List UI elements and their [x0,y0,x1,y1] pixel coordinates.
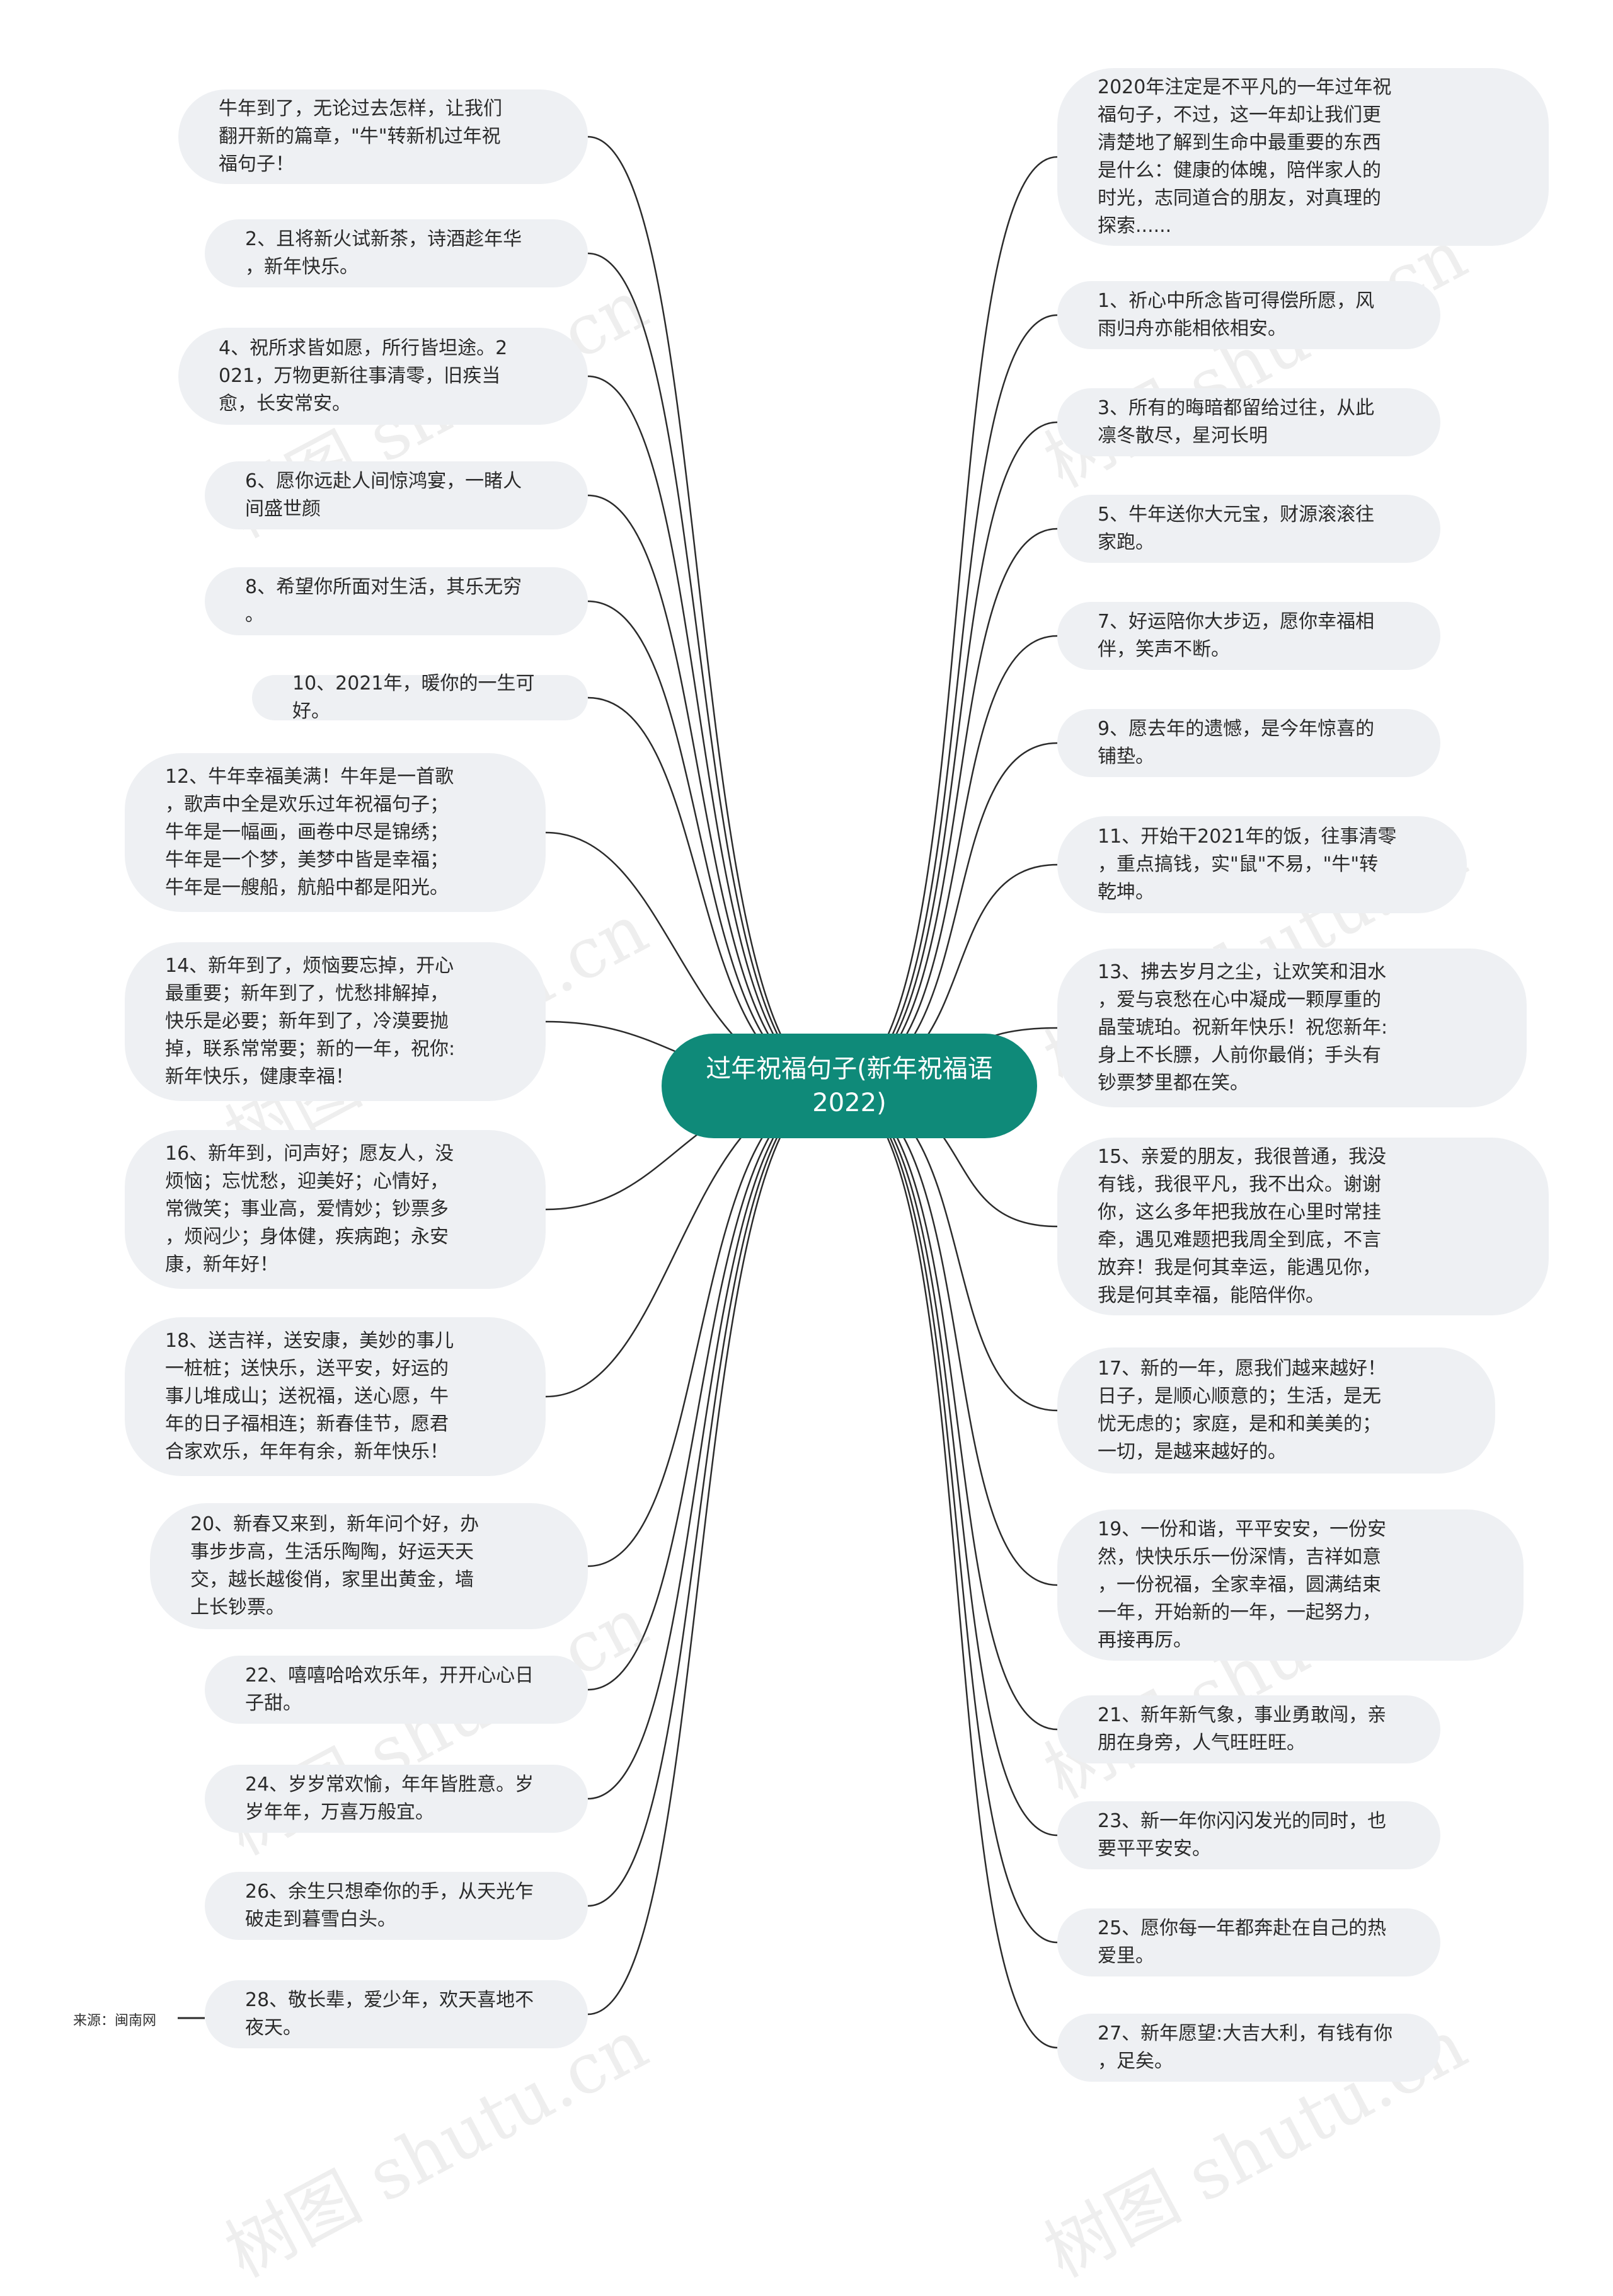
right-branch-node[interactable]: 2020年注定是不平凡的一年过年祝 福句子，不过，这一年却让我们更 清楚地了解到… [1057,68,1549,246]
left-branch-node[interactable]: 6、愿你远赴人间惊鸿宴，一睹人 间盛世颜 [205,461,588,529]
left-branch-node[interactable]: 18、送吉祥，送安康，美妙的事儿 一桩桩；送快乐，送平安，好运的 事儿堆成山；送… [125,1317,546,1476]
right-branch-node[interactable]: 9、愿去年的遗憾，是今年惊喜的 铺垫。 [1057,709,1440,777]
right-branch-text: 7、好运陪你大步迈，愿你幸福相 伴，笑声不断。 [1098,611,1375,661]
left-connector [587,1085,835,1907]
left-branch-node[interactable]: 牛年到了，无论过去怎样，让我们 翻开新的篇章，"牛"转新机过年祝 福句子！ [178,89,588,184]
left-branch-node[interactable]: 22、嘻嘻哈哈欢乐年，开开心心日 子甜。 [205,1656,588,1724]
left-branch-text: 24、岁岁常欢愉，年年皆胜意。岁 岁年年，万喜万般宜。 [245,1774,534,1823]
left-branch-text: 28、敬长辈，爱少年，欢天喜地不 夜天。 [245,1989,534,2039]
left-connector [587,136,835,1087]
right-connector [834,156,1058,1087]
right-branch-text: 1、祈心中所念皆可得偿所愿，风 雨归舟亦能相依相安。 [1098,290,1375,340]
right-branch-text: 21、新年新气象，事业勇敢闯，亲 朋在身旁，人气旺旺旺。 [1098,1704,1387,1754]
left-branch-text: 26、余生只想牵你的手，从天光乍 破走到暮雪白头。 [245,1881,534,1930]
right-branch-text: 2020年注定是不平凡的一年过年祝 福句子，不过，这一年却让我们更 清楚地了解到… [1098,76,1392,237]
right-branch-text: 17、新的一年，愿我们越来越好！ 日子，是顺心顺意的；生活，是无 忧无虑的；家庭… [1098,1358,1387,1463]
left-branch-node[interactable]: 10、2021年，暖你的一生可好。 [252,672,588,722]
left-branch-text: 12、牛年幸福美满！牛年是一首歌 ，歌声中全是欢乐过年祝福句子； 牛年是一幅画，… [165,766,454,899]
right-branch-node[interactable]: 11、开始干2021年的饭，往事清零 ，重点搞钱，实"鼠"不易，"牛"转 乾坤。 [1057,816,1467,913]
right-branch-text: 27、新年愿望:大吉大利，有钱有你 ，足矣。 [1098,2022,1393,2072]
left-branch-text: 4、祝所求皆如愿，所行皆坦途。2 021，万物更新往事清零，旧疾当 愈，长安常安… [219,337,508,415]
left-connector [587,1085,835,1567]
right-branch-node[interactable]: 27、新年愿望:大吉大利，有钱有你 ，足矣。 [1057,2014,1440,2082]
right-connector [834,421,1058,1087]
left-branch-text: 20、新春又来到，新年问个好，办 事步步高，生活乐陶陶，好运天天 交，越长越俊俏… [190,1513,479,1618]
right-branch-node[interactable]: 21、新年新气象，事业勇敢闯，亲 朋在身旁，人气旺旺旺。 [1057,1695,1440,1763]
left-branch-node[interactable]: 20、新春又来到，新年问个好，办 事步步高，生活乐陶陶，好运天天 交，越长越俊俏… [150,1503,588,1629]
left-connector [587,252,835,1087]
left-branch-node[interactable]: 4、祝所求皆如愿，所行皆坦途。2 021，万物更新往事清零，旧疾当 愈，长安常安… [178,328,588,425]
right-branch-text: 11、开始干2021年的饭，往事清零 ，重点搞钱，实"鼠"不易，"牛"转 乾坤。 [1098,826,1397,903]
right-connector [834,1085,1058,1731]
right-branch-text: 9、愿去年的遗憾，是今年惊喜的 铺垫。 [1098,718,1375,768]
left-branch-node[interactable]: 16、新年到，问声好；愿友人，没 烦恼；忘忧愁，迎美好；心情好， 常微笑；事业高… [125,1130,546,1289]
right-branch-node[interactable]: 19、一份和谐，平平安安，一份安 然，快快乐乐一份深情，吉祥如意 ，一份祝福，全… [1057,1509,1524,1661]
right-branch-node[interactable]: 15、亲爱的朋友，我很普通，我没 有钱，我很平凡，我不出众。谢谢 你，这么多年把… [1057,1138,1549,1315]
right-branch-text: 3、所有的晦暗都留给过往，从此 凛冬散尽，星河长明 [1098,397,1375,447]
left-branch-node[interactable]: 28、敬长辈，爱少年，欢天喜地不 夜天。 [205,1980,588,2048]
left-branch-text: 2、且将新火试新茶，诗酒趁年华 ，新年快乐。 [245,228,522,278]
left-branch-node[interactable]: 8、希望你所面对生活，其乐无穷 。 [205,567,588,635]
left-branch-text: 牛年到了，无论过去怎样，让我们 翻开新的篇章，"牛"转新机过年祝 福句子！ [219,98,502,175]
left-branch-node[interactable]: 14、新年到了，烦恼要忘掉，开心 最重要；新年到了，忧愁排解掉， 快乐是必要；新… [125,942,546,1101]
right-branch-text: 13、拂去岁月之尘，让欢笑和泪水 ，爱与哀愁在心中凝成一颗厚重的 晶莹琥珀。祝新… [1098,961,1388,1094]
source-label: 来源：闽南网 [73,2013,157,2029]
left-branch-text: 6、愿你远赴人间惊鸿宴，一睹人 间盛世颜 [245,470,522,520]
right-branch-node[interactable]: 5、牛年送你大元宝，财源滚滚往 家跑。 [1057,495,1440,563]
right-branch-node[interactable]: 7、好运陪你大步迈，愿你幸福相 伴，笑声不断。 [1057,602,1440,670]
central-topic[interactable]: 过年祝福句子(新年祝福语 2022) [662,1034,1037,1138]
right-branch-node[interactable]: 17、新的一年，愿我们越来越好！ 日子，是顺心顺意的；生活，是无 忧无虑的；家庭… [1057,1347,1495,1474]
left-connector [587,375,835,1087]
left-connector [587,1085,835,2016]
left-branch-text: 14、新年到了，烦恼要忘掉，开心 最重要；新年到了，忧愁排解掉， 快乐是必要；新… [165,955,456,1088]
right-branch-text: 5、牛年送你大元宝，财源滚滚往 家跑。 [1098,504,1375,553]
right-connector [834,314,1058,1087]
right-branch-text: 23、新一年你闪闪发光的同时，也 要平平安安。 [1098,1810,1387,1860]
right-connector [834,1085,1058,1944]
right-connector [834,1085,1058,2049]
left-connector [587,1085,835,1691]
right-branch-node[interactable]: 23、新一年你闪闪发光的同时，也 要平平安安。 [1057,1801,1440,1869]
left-branch-node[interactable]: 2、且将新火试新茶，诗酒趁年华 ，新年快乐。 [205,219,588,287]
left-connector [587,696,835,1087]
right-branch-node[interactable]: 3、所有的晦暗都留给过往，从此 凛冬散尽，星河长明 [1057,388,1440,456]
left-branch-node[interactable]: 12、牛年幸福美满！牛年是一首歌 ，歌声中全是欢乐过年祝福句子； 牛年是一幅画，… [125,753,546,912]
left-branch-text: 8、希望你所面对生活，其乐无穷 。 [245,576,522,626]
right-connector [834,635,1058,1087]
right-branch-node[interactable]: 13、拂去岁月之尘，让欢笑和泪水 ，爱与哀愁在心中凝成一颗厚重的 晶莹琥珀。祝新… [1057,949,1527,1107]
right-branch-text: 19、一份和谐，平平安安，一份安 然，快快乐乐一份深情，吉祥如意 ，一份祝福，全… [1098,1518,1387,1651]
right-branch-text: 25、愿你每一年都奔赴在自己的热 爱里。 [1098,1917,1387,1967]
right-branch-node[interactable]: 25、愿你每一年都奔赴在自己的热 爱里。 [1057,1908,1440,1976]
right-branch-node[interactable]: 1、祈心中所念皆可得偿所愿，风 雨归舟亦能相依相安。 [1057,281,1440,349]
left-branch-text: 22、嘻嘻哈哈欢乐年，开开心心日 子甜。 [245,1664,534,1714]
left-branch-text: 18、送吉祥，送安康，美妙的事儿 一桩桩；送快乐，送平安，好运的 事儿堆成山；送… [165,1330,454,1463]
left-branch-text: 10、2021年，暖你的一生可好。 [292,672,535,722]
left-branch-text: 16、新年到，问声好；愿友人，没 烦恼；忘忧愁，迎美好；心情好， 常微笑；事业高… [165,1143,454,1276]
left-connector [587,1085,835,1800]
right-connector [834,528,1058,1087]
left-branch-node[interactable]: 24、岁岁常欢愉，年年皆胜意。岁 岁年年，万喜万般宜。 [205,1765,588,1833]
left-branch-node[interactable]: 26、余生只想牵你的手，从天光乍 破走到暮雪白头。 [205,1872,588,1940]
right-branch-text: 15、亲爱的朋友，我很普通，我没 有钱，我很平凡，我不出众。谢谢 你，这么多年把… [1098,1146,1387,1307]
